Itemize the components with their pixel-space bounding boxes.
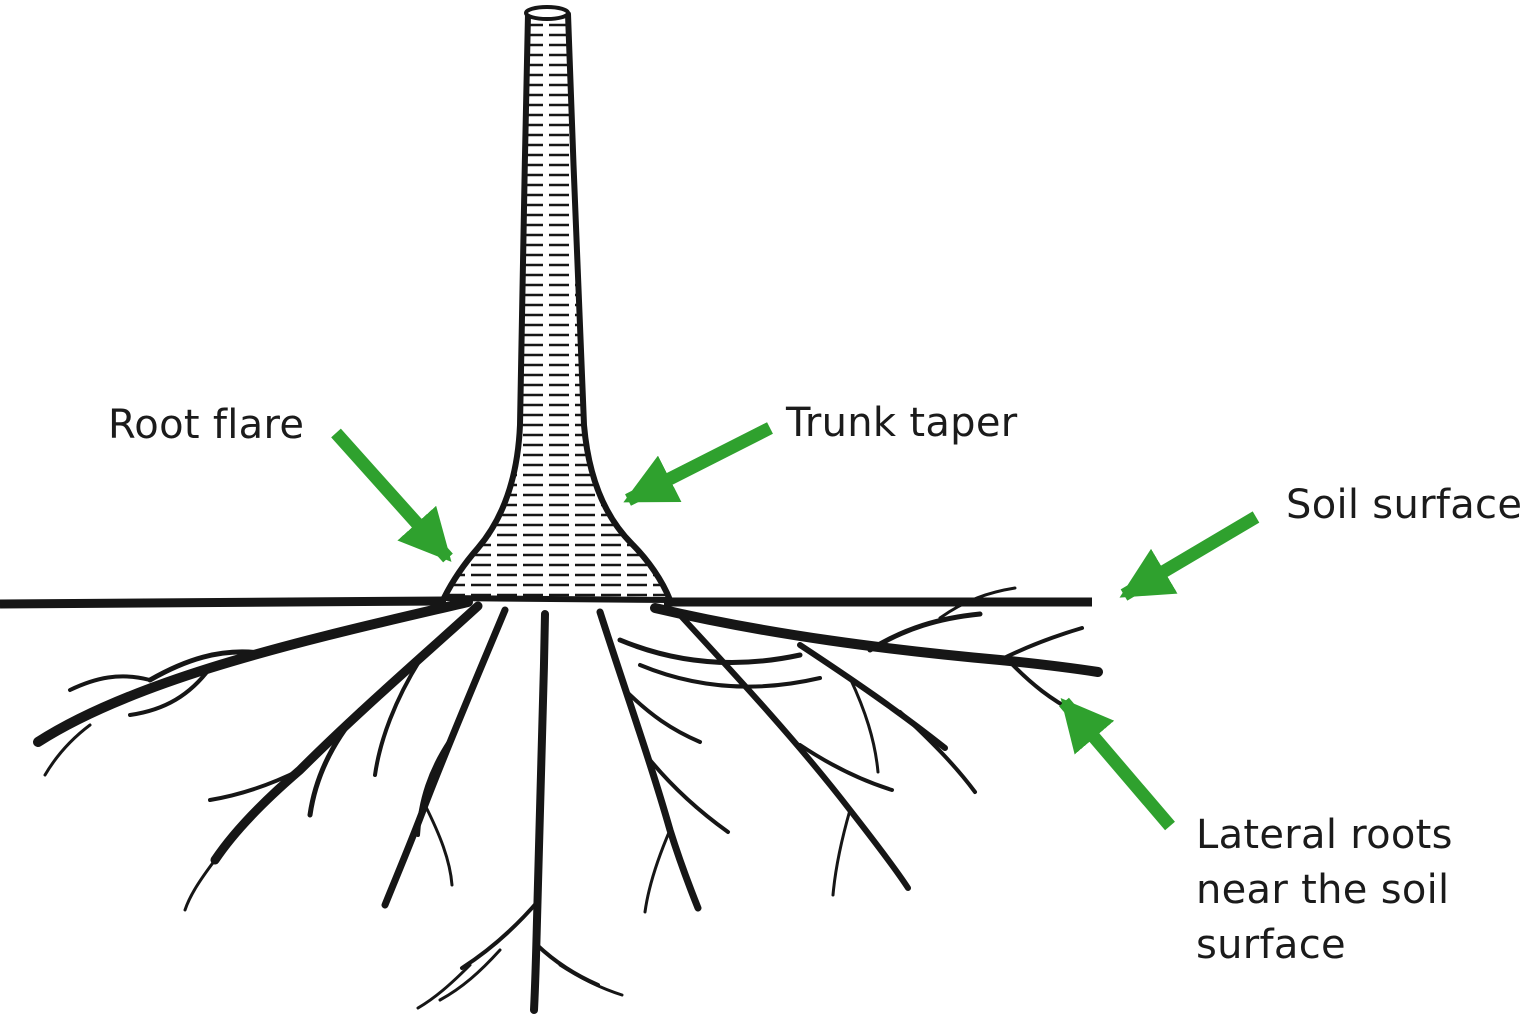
trunk-top-cut [524,5,570,21]
trunk-shape [441,11,673,603]
taproot [530,610,549,1014]
lateral-roots-arrow [1059,697,1175,831]
root-flare-label: Root flare [108,402,305,448]
soil-surface-arrow [1119,511,1260,601]
trunk-taper-label: Trunk taper [786,400,1018,446]
root-flare-arrow [331,428,453,563]
lateral-roots-label: Lateral roots near the soil surface [1196,812,1453,969]
soil-surface-label: Soil surface [1286,482,1523,528]
tree-illustration [0,5,1117,1014]
trunk-taper-arrow [623,422,773,506]
lateral-root-right [650,603,1103,677]
callout-arrows [331,422,1260,831]
roots-group [33,586,1117,1014]
soil-line-left [0,596,447,609]
